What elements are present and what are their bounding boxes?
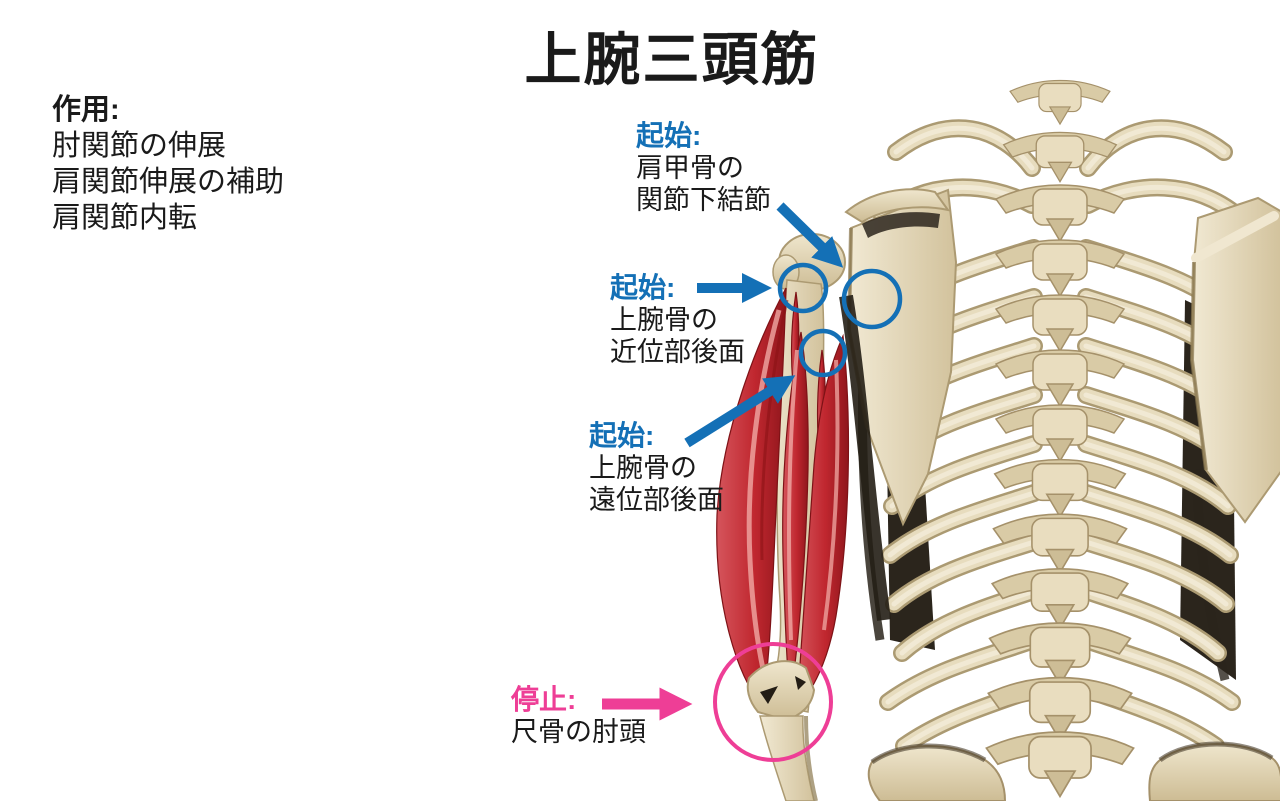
origin-proximal-circle [777, 262, 829, 314]
origin-heading: 起始: [636, 120, 702, 151]
scapula-right [1189, 196, 1280, 524]
origin-line: 遠位部後面 [589, 485, 724, 515]
origin-distal-circle [798, 328, 848, 378]
origin-heading: 起始: [610, 272, 676, 303]
label-insertion-olecranon: 停止: 尺骨の肘頭 [511, 684, 646, 748]
olecranon [746, 660, 816, 722]
label-origin-distal-humerus: 起始: 上腕骨の 遠位部後面 [589, 420, 724, 516]
origin-line: 上腕骨の [589, 453, 697, 483]
scapula-left [844, 188, 958, 527]
origin-scapula-arrow [776, 202, 844, 268]
insertion-circle [713, 642, 833, 762]
action-heading: 作用: [52, 94, 120, 126]
origin-heading: 起始: [589, 420, 655, 451]
action-line: 肩関節内転 [52, 202, 198, 234]
axilla-shadow [839, 294, 891, 621]
action-line: 肘関節の伸展 [52, 130, 227, 162]
page-title: 上腕三頭筋 [524, 28, 820, 92]
pelvis [867, 741, 1280, 801]
origin-line: 関節下結節 [636, 185, 771, 215]
action-block: 作用: 肘関節の伸展 肩関節伸展の補助 肩関節内転 [52, 92, 284, 236]
label-origin-scapula: 起始: 肩甲骨の 関節下結節 [636, 120, 771, 216]
origin-scapula-circle [841, 268, 903, 330]
origin-distal-arrow [684, 375, 796, 448]
origin-line: 上腕骨の [610, 305, 718, 335]
origin-line: 肩甲骨の [636, 153, 744, 183]
origin-line: 近位部後面 [610, 337, 745, 367]
action-line: 肩関節伸展の補助 [52, 166, 285, 198]
label-origin-proximal-humerus: 起始: 上腕骨の 近位部後面 [610, 272, 745, 368]
insertion-line: 尺骨の肘頭 [511, 717, 646, 747]
insertion-heading: 停止: [511, 684, 577, 715]
